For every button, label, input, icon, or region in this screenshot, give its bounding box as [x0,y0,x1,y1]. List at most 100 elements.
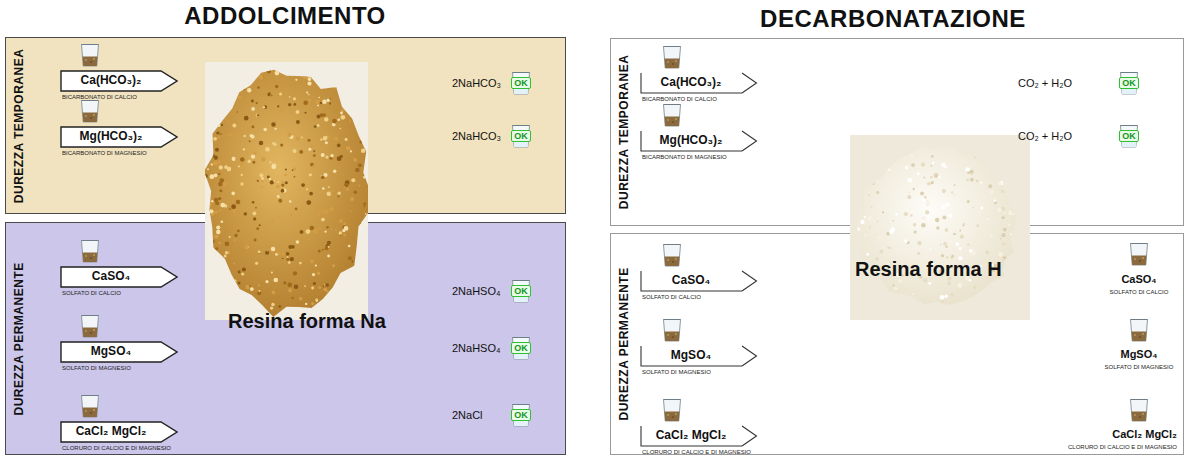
formula-text-wrap: MgSO₄ [671,349,711,363]
product-formula: 2NaHCO₃ [452,77,501,90]
glass-icon [1131,400,1148,422]
formula-name-wrap: CLORURO DI CALCIO E DI MAGNESIO [62,445,171,452]
panel-heading-wrap: ADDOLCIMENTO [184,2,386,30]
formula-name-wrap: SOLFATO DI MAGNESIO [62,365,131,372]
salt-arrow: MgSO₄ SOLFATO DI MAGNESIO [640,345,758,377]
formula-text: CaSO₄ [92,270,130,284]
ok-badge-wrap: OK [1119,130,1139,143]
salt-arrow: Mg(HCO₃)₂BICARBONATO DI MAGNESIO [640,130,758,162]
band-title: DUREZZA TEMPORANEA [13,48,27,203]
arrow-outline [641,426,757,446]
product-formula-wrap: 2NaHCO₃ [452,130,501,143]
ok-badge: OK [511,285,531,298]
formula-text: CaSO₄ [672,274,710,288]
product-formula-wrap: CO₂ + H₂O [1018,130,1072,143]
panel-heading: DECARBONATAZIONE [760,5,1026,33]
salt-name: SOLFATO DI MAGNESIO [1105,364,1174,371]
arrow-outline [641,271,757,291]
ok-badge: OK [511,77,531,90]
product-formula-wrap: 2NaCl [452,409,483,422]
product-formula: 2NaCl [452,409,483,422]
ok-badge-wrap: OK [1119,77,1139,90]
glass-icon [1131,244,1148,266]
salt-name-wrap: SOLFATO DI MAGNESIO [1105,364,1174,371]
glass-icon [82,241,99,263]
salt-name-wrap: CLORURO DI CALCIO E DI MAGNESIO [1068,444,1177,451]
band-title: DUREZZA PERMANENTE [13,262,27,415]
photo-ground [850,135,1030,320]
salt-arrow: CaCl₂ MgCl₂ CLORURO DI CALCIO E DI MAGNES… [640,425,758,457]
glass-icon [82,316,99,338]
product-formula-wrap: CO₂ + H₂O [1018,77,1072,90]
arrow-outline [61,422,177,442]
formula-name-wrap: BICARBONATO DI CALCIO [62,94,137,101]
formula-text-wrap: CaSO₄ [92,270,130,284]
product-formula: 2NaHCO₃ [452,130,501,143]
product-formula: 2NaHSO₄ [452,342,501,355]
salt-formula-wrap: CaCl₂ MgCl₂ [1112,428,1177,441]
clean-glass-icon [513,73,530,95]
formula-text: Ca(HCO₃)₂ [81,74,142,88]
band-title-wrap: DUREZZA TEMPORANEA [13,48,27,203]
formula-text: CaCl₂ MgCl₂ [656,429,727,443]
formula-text: MgSO₄ [671,349,711,363]
formula-name-wrap: SOLFATO DI MAGNESIO [642,369,711,376]
formula-name-wrap: SOLFATO DI CALCIO [62,290,121,297]
salt-arrow: Ca(HCO₃)₂BICARBONATO DI CALCIO [640,72,758,104]
glass-icon [82,101,99,123]
formula-name: SOLFATO DI CALCIO [642,294,701,301]
ok-badge: OK [1119,77,1139,90]
ok-badge: OK [511,409,531,422]
band-title-wrap: DUREZZA TEMPORANEA [618,55,632,210]
formula-text: MgSO₄ [91,345,131,359]
panel-heading-wrap: DECARBONATAZIONE [760,5,1026,33]
clean-glass-icon [513,281,530,303]
resin-caption: Resina forma H [855,258,1002,281]
salt-formula: CaCl₂ MgCl₂ [1112,428,1177,441]
clean-glass-icon [513,126,530,148]
band-title: DUREZZA TEMPORANEA [618,55,632,210]
formula-text-wrap: CaSO₄ [672,274,710,288]
product-formula: CO₂ + H₂O [1018,77,1072,90]
resin-image: Resina forma Na [200,58,400,343]
formula-name-wrap: SOLFATO DI CALCIO [642,294,701,301]
formula-name: BICARBONATO DI MAGNESIO [62,150,147,157]
salt-formula: CaSO₄ [1121,273,1156,286]
resin-beads-photo [205,62,368,320]
resin-pile [857,146,1016,305]
glass-icon [664,400,681,422]
arrow-outline [641,346,757,366]
arrow-outline [641,131,757,151]
clean-glass-icon [1121,126,1138,148]
resin-powder-photo [850,135,1030,320]
formula-text-wrap: CaCl₂ MgCl₂ [656,429,727,443]
salt-arrow: CaCl₂ MgCl₂ CLORURO DI CALCIO E DI MAGNES… [60,421,178,453]
formula-text: CaCl₂ MgCl₂ [76,425,147,439]
product-formula: CO₂ + H₂O [1018,130,1072,143]
ok-badge-wrap: OK [511,342,531,355]
ok-badge-wrap: OK [511,285,531,298]
salt-arrow: MgSO₄ SOLFATO DI MAGNESIO [60,341,178,373]
formula-text-wrap: Mg(HCO₃)₂ [660,134,723,148]
glass-icon [664,320,681,342]
band-title-wrap: DUREZZA PERMANENTE [618,267,632,420]
formula-text-wrap: CaCl₂ MgCl₂ [76,425,147,439]
formula-name: CLORURO DI CALCIO E DI MAGNESIO [642,449,751,456]
formula-text: Mg(HCO₃)₂ [80,130,143,144]
resin-grains [205,62,368,320]
salt-name-wrap: SOLFATO DI CALCIO [1110,289,1169,296]
ok-badge-wrap: OK [511,130,531,143]
resin-caption: Resina forma Na [228,310,386,333]
clean-glass-icon [1121,73,1138,95]
glass-icon [82,396,99,418]
salt-arrow: CaSO₄ SOLFATO DI CALCIO [60,266,178,298]
arrow-outline [61,71,177,91]
arrow-outline [61,342,177,362]
resin-caption-wrap: Resina forma H [855,258,1002,281]
product-formula-wrap: 2NaHCO₃ [452,77,501,90]
salt-name: SOLFATO DI CALCIO [1110,289,1169,296]
salt-arrow: CaSO₄ SOLFATO DI CALCIO [640,270,758,302]
ok-badge: OK [511,130,531,143]
band-title-wrap: DUREZZA PERMANENTE [13,262,27,415]
